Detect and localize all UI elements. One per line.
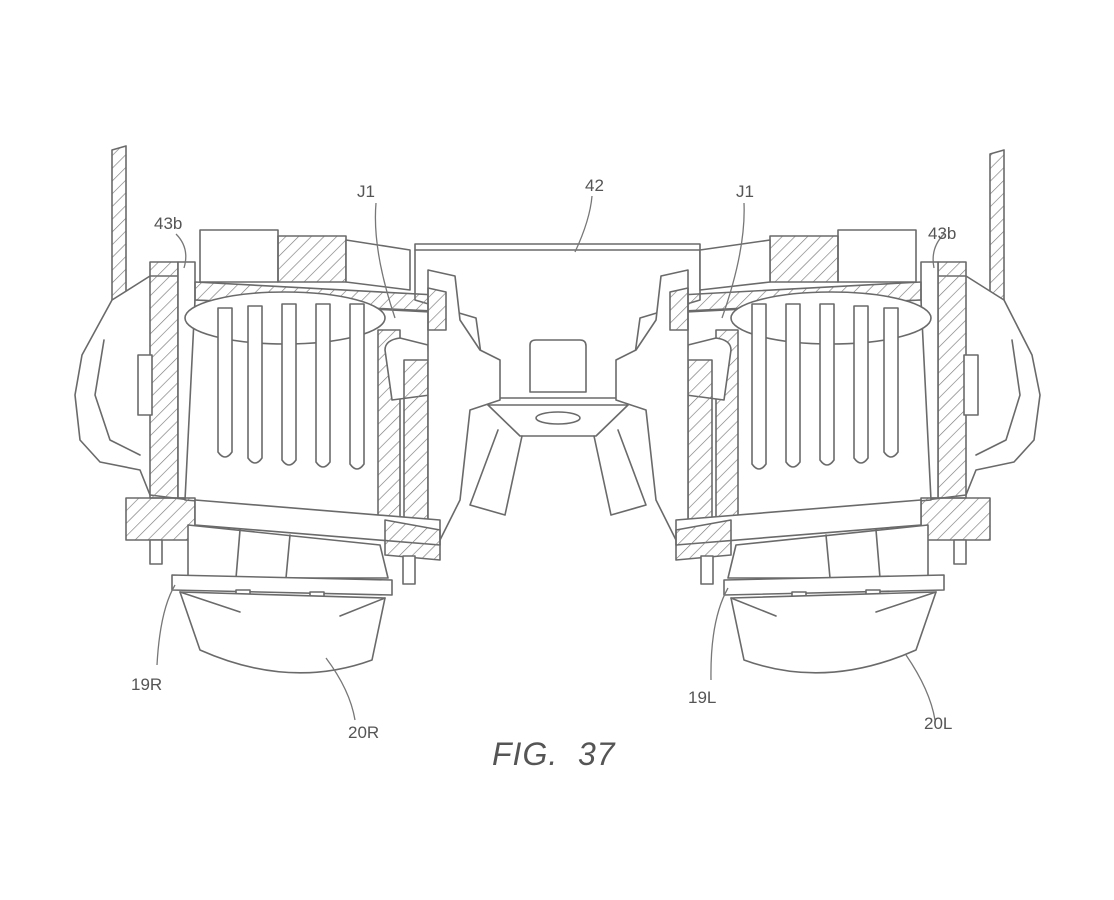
label-19r: 19R <box>131 675 162 694</box>
label-43b-left: 43b <box>928 224 956 243</box>
label-20r: 20R <box>348 723 379 742</box>
label-j1-right: J1 <box>357 182 375 201</box>
label-42: 42 <box>585 176 604 195</box>
right-lamp-unit <box>74 145 501 674</box>
reference-labels: 42 J1 J1 43b 43b 19R 19L 20R 20L <box>131 176 956 742</box>
label-j1-left: J1 <box>736 182 754 201</box>
label-20l: 20L <box>924 714 952 733</box>
left-lamp-unit <box>615 149 1041 674</box>
label-43b-right: 43b <box>154 214 182 233</box>
figure-caption: FIG. 37 <box>492 736 616 772</box>
leader-lines <box>156 195 945 721</box>
label-19l: 19L <box>688 688 716 707</box>
